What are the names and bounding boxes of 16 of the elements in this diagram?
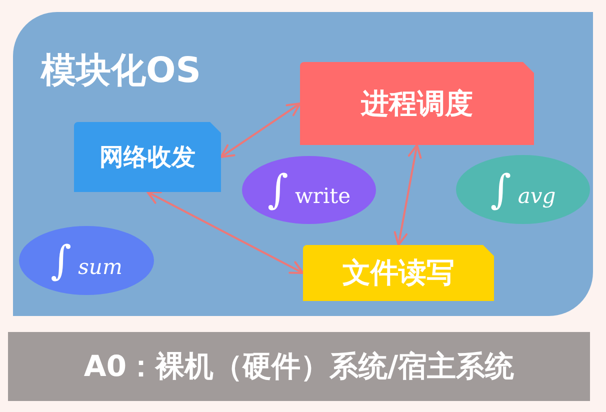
double-arrow	[146, 191, 304, 274]
panel-title: 模块化OS	[41, 51, 201, 91]
module-box	[303, 245, 494, 301]
double-arrow	[394, 144, 422, 246]
function-label: ∫ sum	[50, 238, 122, 282]
base-system-label: A0：裸机（硬件）系统/宿主系统	[84, 349, 514, 384]
base-system-bar	[8, 332, 590, 401]
os-panel	[13, 12, 593, 316]
module-label: 网络收发	[100, 142, 196, 172]
double-arrow	[220, 102, 301, 158]
module-label: 进程调度	[361, 86, 473, 120]
module-label: 文件读写	[342, 256, 454, 290]
module-box	[74, 122, 221, 192]
module-box	[300, 62, 534, 145]
function-label: ∫ write	[267, 168, 351, 212]
function-label: ∫ avg	[490, 168, 556, 212]
